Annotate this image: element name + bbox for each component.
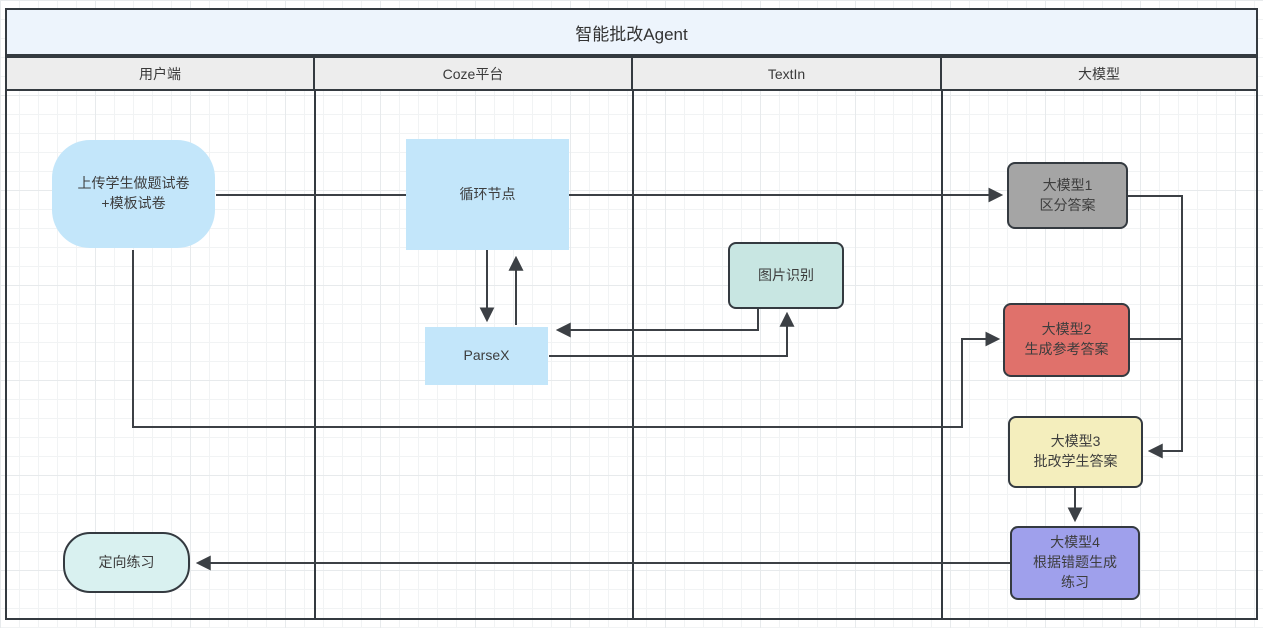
node-llm1[interactable]: 大模型1 区分答案: [1007, 162, 1128, 229]
lane-header-row: 用户端 Coze平台 TextIn 大模型: [5, 56, 1258, 91]
edge-ocr-to-parsex[interactable]: [555, 309, 759, 338]
node-upload[interactable]: 上传学生做题试卷 +模板试卷: [52, 140, 215, 248]
node-ocr[interactable]: 图片识别: [728, 242, 844, 309]
node-practice-label: 定向练习: [98, 553, 155, 570]
lane-divider-2: [632, 89, 634, 618]
node-llm3-label-1: 大模型3: [1050, 433, 1101, 450]
lane-header-llm[interactable]: 大模型: [942, 58, 1256, 89]
diagram-title: 智能批改Agent: [575, 24, 688, 44]
lane-header-textin-label: TextIn: [767, 65, 806, 82]
edge-parsex-to-ocr[interactable]: [549, 311, 795, 357]
node-llm4[interactable]: 大模型4 根据错题生成 练习: [1010, 526, 1140, 600]
node-llm4-label-2: 根据错题生成: [1033, 554, 1117, 571]
edge-llm1-to-llm3[interactable]: [1128, 195, 1183, 459]
lane-header-llm-label: 大模型: [1078, 65, 1120, 82]
lane-header-coze-label: Coze平台: [442, 65, 504, 82]
node-llm2[interactable]: 大模型2 生成参考答案: [1003, 303, 1130, 377]
node-llm3-label-2: 批改学生答案: [1033, 453, 1118, 469]
edge-upload-to-llm2[interactable]: [132, 250, 1001, 428]
node-practice[interactable]: 定向练习: [63, 532, 190, 593]
node-llm3[interactable]: 大模型3 批改学生答案: [1008, 416, 1143, 488]
node-upload-label-1: 上传学生做题试卷: [77, 175, 190, 192]
lane-header-textin[interactable]: TextIn: [633, 58, 942, 89]
node-llm1-label-2: 区分答案: [1039, 196, 1096, 213]
node-upload-label-2: +模板试卷: [101, 195, 166, 211]
lane-divider-1: [314, 89, 316, 618]
node-llm4-label-1: 大模型4: [1050, 534, 1100, 551]
node-llm4-label-3: 练习: [1061, 573, 1089, 590]
lane-divider-3: [941, 89, 943, 618]
lane-header-coze[interactable]: Coze平台: [315, 58, 633, 89]
node-loop-label: 循环节点: [459, 185, 516, 202]
node-parsex[interactable]: ParseX: [425, 327, 548, 385]
pool-title-bar[interactable]: 智能批改Agent: [5, 8, 1258, 56]
lane-header-user[interactable]: 用户端: [7, 58, 315, 89]
node-llm2-label-1: 大模型2: [1041, 321, 1092, 338]
node-llm1-label-1: 大模型1: [1042, 176, 1093, 193]
node-ocr-label: 图片识别: [758, 266, 814, 283]
node-llm2-label-2: 生成参考答案: [1024, 341, 1109, 357]
node-parsex-label: ParseX: [463, 347, 510, 364]
node-loop[interactable]: 循环节点: [406, 139, 569, 250]
lane-header-user-label: 用户端: [139, 65, 181, 82]
